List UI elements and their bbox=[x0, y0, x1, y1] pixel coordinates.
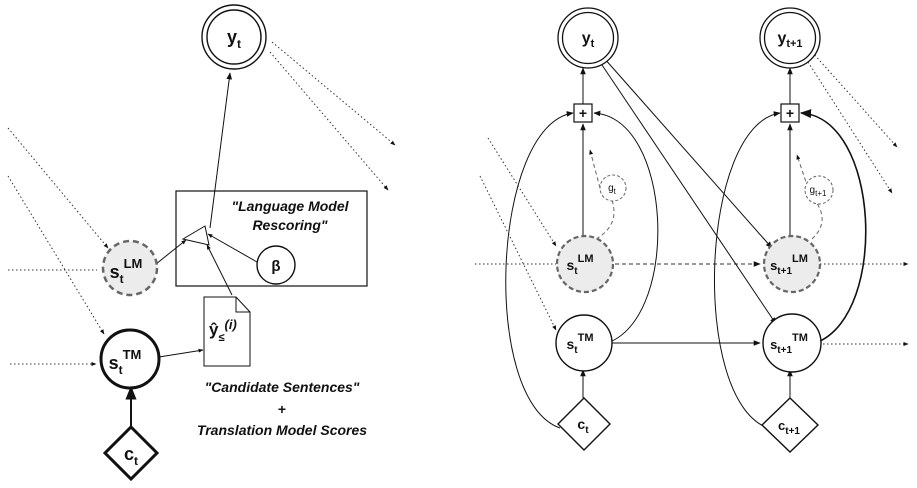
candidate-symbol-label: ŷ≤(i) bbox=[209, 317, 237, 344]
context-node: ct bbox=[102, 424, 160, 482]
plus-t-label: + bbox=[579, 105, 587, 121]
tm-state-t1-label: st+1TM bbox=[770, 332, 808, 356]
lm-state-t-label: stLM bbox=[566, 253, 593, 277]
edge-out-y-upper bbox=[271, 41, 396, 146]
edge-c-t-loop-left bbox=[505, 111, 574, 429]
edge-in-tm-diagonal bbox=[7, 175, 105, 335]
right-panel: yt yt+1 + + gt bbox=[475, 7, 909, 453]
rescoring-label-line2: Rescoring" bbox=[252, 217, 327, 233]
edge-lm-t-to-gate bbox=[595, 199, 615, 240]
plus-box-t: + bbox=[573, 103, 593, 123]
left-solid-edges bbox=[125, 72, 258, 427]
edge-out-y1-upper bbox=[811, 51, 898, 148]
edge-out-y-lower bbox=[269, 51, 389, 191]
edge-tm-t1-loop-right bbox=[799, 109, 867, 343]
left-dotted-edges bbox=[7, 41, 396, 366]
left-panel: "Language Model Rescoring" yt stLM β bbox=[7, 4, 396, 482]
plus-box-t1: + bbox=[780, 103, 800, 123]
lm-state-label: stLM bbox=[110, 256, 143, 286]
tm-state-label: stTM bbox=[109, 347, 142, 377]
context-t-node: ct bbox=[557, 397, 611, 451]
edge-rescore-to-y bbox=[209, 72, 232, 229]
edge-lm-to-rescore bbox=[155, 239, 187, 265]
rescoring-label-line1: "Language Model bbox=[231, 198, 349, 214]
candidates-caption-line2: + bbox=[278, 401, 286, 417]
candidates-caption-line3: Translation Model Scores bbox=[197, 422, 367, 438]
edge-in-tm-t bbox=[479, 175, 557, 331]
tm-state-t-node: stTM bbox=[555, 314, 613, 372]
beta-label: β bbox=[271, 258, 280, 275]
lm-state-node: stLM bbox=[101, 239, 159, 297]
gate-t1-label: gt+1 bbox=[810, 185, 827, 198]
candidates-caption-line1: "Candidate Sentences" bbox=[205, 379, 360, 395]
rescoring-box bbox=[175, 190, 368, 287]
plus-t1-label: + bbox=[786, 105, 794, 121]
edge-gate-t1-to-plus bbox=[796, 154, 809, 189]
lm-state-t1-label: st+1LM bbox=[770, 253, 808, 277]
gate-t-node: gt bbox=[599, 174, 627, 202]
tm-state-node: stTM bbox=[99, 328, 161, 390]
edge-lm-t1-to-gate bbox=[811, 201, 823, 240]
edge-candidate-to-rescore bbox=[206, 244, 233, 296]
edge-beta-to-rescore bbox=[207, 233, 258, 263]
edge-in-lm-t bbox=[487, 137, 557, 247]
lm-state-t1-node: st+1LM bbox=[762, 234, 822, 294]
context-t-label: ct bbox=[577, 416, 589, 436]
context-t1-node: ct+1 bbox=[760, 397, 820, 453]
edge-in-lm-upper bbox=[7, 127, 109, 249]
y-t1-node: yt+1 bbox=[759, 7, 821, 69]
candidate-sentences-doc: ŷ≤(i) bbox=[203, 296, 251, 367]
y-t-node-right: yt bbox=[557, 7, 619, 69]
beta-node: β bbox=[256, 245, 296, 285]
edge-y-t-to-tm-t1 bbox=[599, 61, 777, 325]
gate-t-label: gt bbox=[608, 183, 617, 196]
edge-c-t1-loop-left bbox=[713, 111, 781, 429]
y-t1-label: yt+1 bbox=[777, 30, 802, 50]
y-t-label: yt bbox=[227, 27, 241, 51]
tm-state-t-label: stTM bbox=[566, 332, 593, 356]
gate-t1-node: gt+1 bbox=[804, 175, 834, 205]
context-t1-label: ct+1 bbox=[778, 418, 800, 437]
edge-tm-to-candidate bbox=[158, 348, 204, 358]
edge-gate-t-to-plus bbox=[589, 149, 601, 189]
tm-state-t1-node: st+1TM bbox=[762, 313, 822, 373]
edge-tm-t-loop-right bbox=[593, 110, 659, 343]
edge-y-t-to-lm-t1 bbox=[603, 57, 773, 249]
y-t-right-label: yt bbox=[582, 30, 595, 50]
lm-state-t-node: stLM bbox=[555, 234, 615, 294]
right-solid-edges bbox=[505, 57, 867, 429]
y-t-node: yt bbox=[201, 4, 267, 70]
rescore-combiner-triangle bbox=[181, 225, 210, 246]
context-label: ct bbox=[124, 444, 138, 468]
